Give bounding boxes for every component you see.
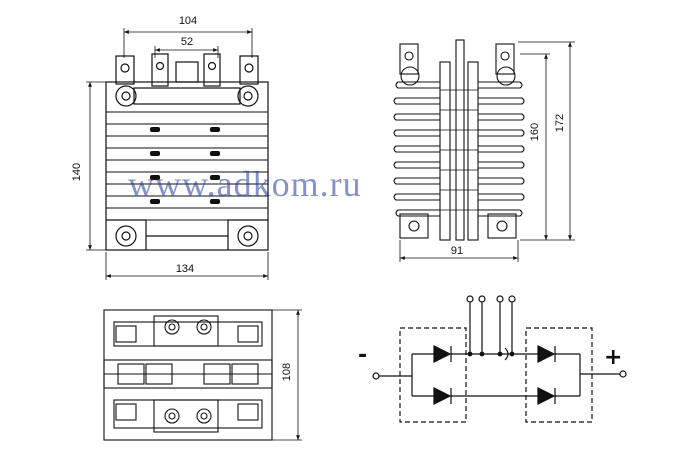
bottom-dimensions (272, 309, 302, 441)
plus-sign: + (604, 345, 622, 370)
dim-108-label: 108 (281, 363, 293, 381)
side-mount-bottom-left (399, 213, 429, 239)
side-fins-right (478, 81, 525, 217)
dim-91-label: 91 (451, 245, 463, 257)
bottom-terminal-block-top (153, 315, 219, 347)
schematic-box-right (525, 327, 593, 423)
side-dimensions (399, 41, 575, 262)
front-mount-hole-tl (115, 85, 137, 107)
side-center-plate-mid (455, 39, 465, 241)
side-center-plate-right (467, 61, 479, 241)
front-dimensions (86, 28, 269, 280)
front-mount-hole-bl (115, 225, 137, 247)
front-mount-hole-tr (237, 85, 259, 107)
dim-140-label: 140 (71, 163, 83, 181)
side-mount-bottom-right (487, 213, 517, 239)
bottom-terminal-block-bottom (153, 399, 219, 433)
side-view (393, 39, 525, 241)
front-center-block (175, 61, 199, 83)
dim-104-label: 104 (179, 15, 197, 27)
side-terminal-top-right (495, 43, 515, 75)
front-terminal-mid-left (151, 53, 169, 87)
front-mount-hole-br (237, 225, 259, 247)
front-terminal-left (115, 55, 135, 85)
schematic-box-left (399, 327, 467, 423)
front-top-bar (133, 87, 241, 105)
front-terminal-mid-right (203, 53, 221, 87)
front-fin-holes (150, 127, 220, 204)
side-terminal-top-left (399, 43, 419, 75)
minus-sign: - (358, 343, 367, 368)
dim-172-label: 172 (554, 114, 566, 132)
side-center-plate-left (439, 61, 451, 241)
diode-left-top (433, 345, 452, 363)
side-fins-left (393, 81, 440, 217)
front-terminal-right (239, 55, 259, 85)
dim-52-label: 52 (181, 36, 193, 48)
dim-160-label: 160 (529, 123, 541, 141)
watermark-text: www.adkom.ru (128, 164, 362, 204)
diode-left-bottom (433, 387, 452, 405)
diode-right-bottom (537, 387, 556, 405)
front-view (105, 53, 269, 251)
schematic (372, 295, 627, 423)
dim-134-label: 134 (176, 263, 194, 275)
bottom-view (103, 309, 273, 441)
diode-right-top (537, 345, 556, 363)
